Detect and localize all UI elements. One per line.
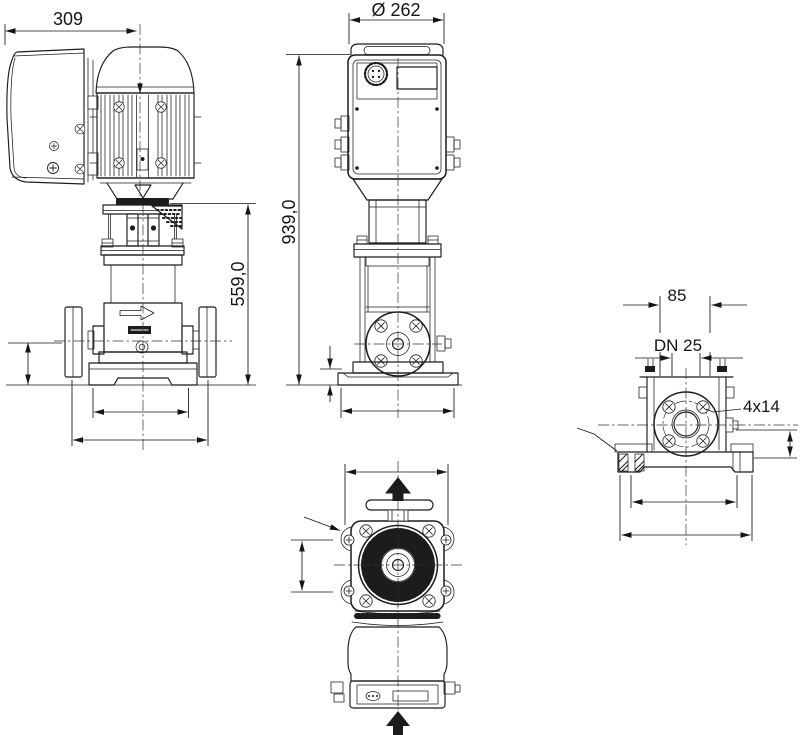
dim-flange-span-outer xyxy=(71,380,209,446)
foot-section-hatch xyxy=(618,453,645,472)
dim-total-height-939 xyxy=(286,54,462,386)
dim-bolt-pitch-plan xyxy=(291,539,333,593)
foot-slot-leader xyxy=(705,408,742,413)
foot-end-view: 85 DN 25 4x14 xyxy=(576,286,798,545)
display-window xyxy=(396,66,438,90)
dim-label-converter-diameter: Ø 262 xyxy=(371,0,420,20)
bolt-hole-leader xyxy=(303,516,341,531)
converter-top-cap xyxy=(350,43,444,56)
dim-nominal-diameter xyxy=(635,353,743,376)
motor-fan-cover-side xyxy=(95,46,195,94)
pump-foot xyxy=(617,451,754,473)
dim-label-pump-height: 559,0 xyxy=(228,261,248,306)
dim-label-total-height: 939,0 xyxy=(279,199,299,244)
dim-label-foot-slots: 4x14 xyxy=(743,397,780,416)
dim-hole-pitch-85 xyxy=(623,296,747,376)
foot-section-leader xyxy=(576,427,618,452)
cable-glands xyxy=(334,115,461,171)
plan-view xyxy=(291,461,462,735)
flow-arrow-up-suction-icon xyxy=(386,711,410,735)
converter-body-plan xyxy=(347,626,448,682)
dim-foot-slot-spacing xyxy=(630,475,738,508)
drain-plug xyxy=(135,340,149,354)
dim-base-width-front xyxy=(340,388,455,418)
dim-diameter-262 xyxy=(348,13,445,44)
converter-box-side xyxy=(6,48,85,185)
flow-arrow-up-discharge-icon xyxy=(385,477,411,501)
dim-label-foot-hole-pitch: 85 xyxy=(668,286,687,305)
side-elevation-view: 309 559,0 xyxy=(4,9,256,450)
cable-glands-plan xyxy=(330,681,461,703)
dim-label-side-width: 309 xyxy=(53,9,83,29)
discharge-port-plan xyxy=(365,499,434,511)
discharge-flange-side xyxy=(198,306,217,378)
dim-label-port-nominal: DN 25 xyxy=(654,336,702,355)
dim-width-309 xyxy=(4,24,143,94)
dim-foot-width-outer xyxy=(619,475,753,541)
suction-flange-side xyxy=(64,306,83,378)
control-knob-icon xyxy=(363,61,389,87)
front-elevation-view: Ø 262 939,0 xyxy=(279,0,462,418)
dim-height-559 xyxy=(170,203,256,385)
seal-ring xyxy=(116,198,169,205)
dim-flange-width-plan xyxy=(344,464,449,525)
dim-port-height xyxy=(8,342,62,385)
dim-foot-height xyxy=(320,346,342,402)
dim-port-height-end xyxy=(736,429,797,459)
flow-direction-arrow-icon xyxy=(119,305,155,321)
dim-base-width-inner xyxy=(92,388,189,418)
